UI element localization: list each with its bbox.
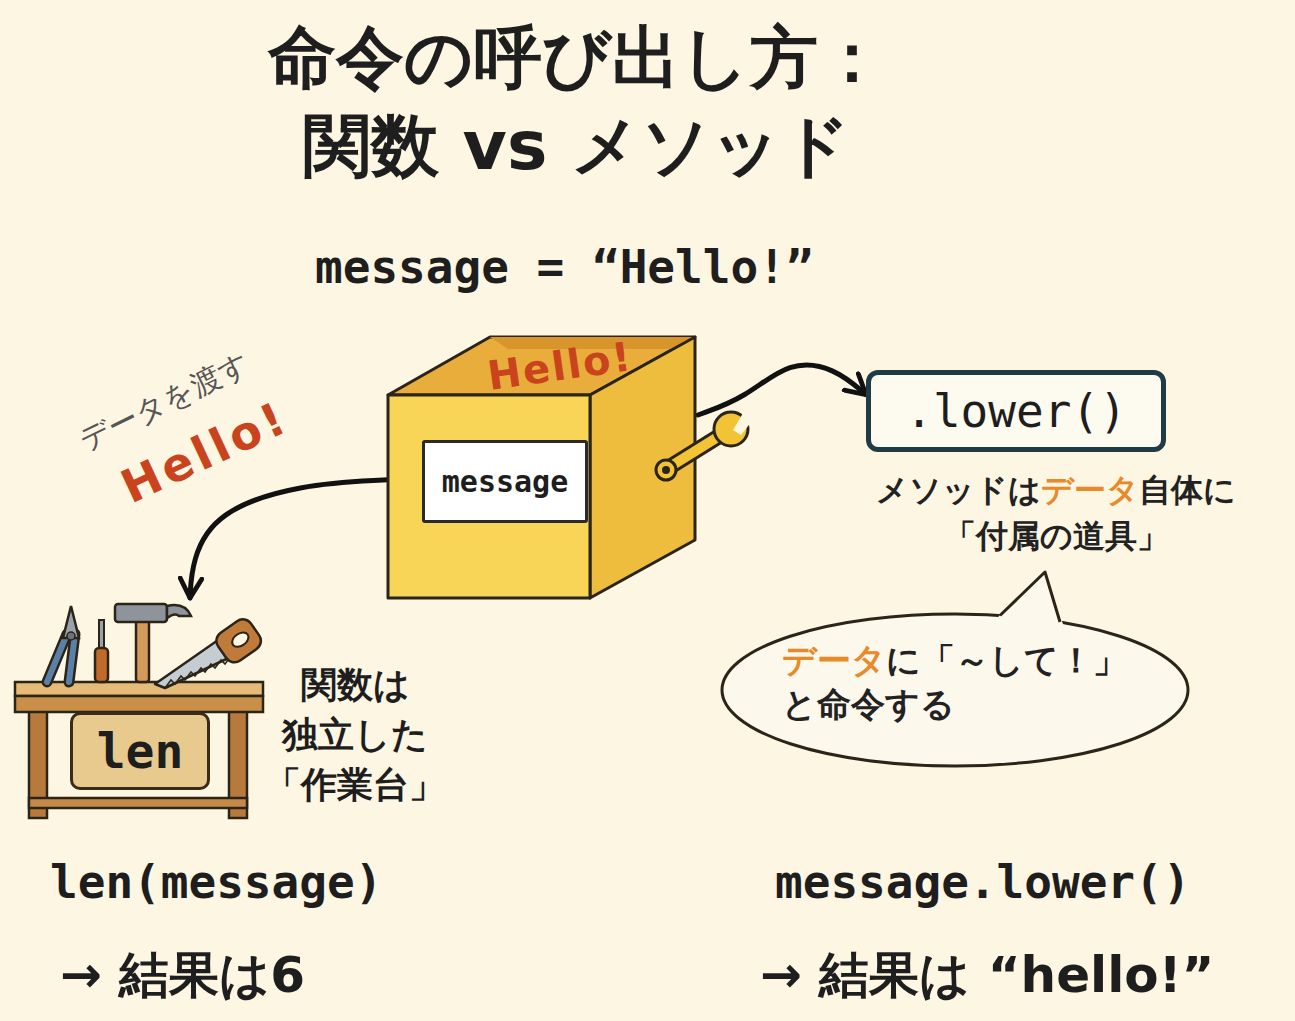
caption-text: 「付属の道具」 bbox=[944, 517, 1169, 555]
drawing-part bbox=[656, 460, 676, 480]
drawing-part bbox=[213, 615, 265, 666]
bubble-text: データ bbox=[782, 640, 886, 680]
drawing-part bbox=[213, 615, 265, 666]
caption-line: 「付属の道具」 bbox=[944, 516, 1169, 556]
drawing-part bbox=[95, 648, 108, 682]
bubble-text-block: データに「～して！」と命令する bbox=[782, 638, 1127, 726]
bubble-tail-fill bbox=[996, 572, 1064, 627]
function-name-sign: len bbox=[70, 712, 210, 790]
drawing-part bbox=[167, 605, 191, 618]
drawing-part bbox=[15, 696, 263, 712]
code-line: message = “Hello!” bbox=[315, 240, 814, 294]
result-text: → 結果は6 bbox=[60, 942, 305, 1009]
bubble-tail bbox=[1000, 572, 1060, 622]
code-text: message bbox=[442, 464, 568, 499]
drawing-part bbox=[69, 634, 75, 682]
workbench: len bbox=[15, 598, 265, 823]
wrench-icon bbox=[656, 408, 756, 480]
drawing-part bbox=[115, 604, 167, 622]
drawing-part bbox=[668, 435, 721, 468]
drawing-part bbox=[668, 435, 721, 468]
drawing-part bbox=[15, 682, 263, 696]
speech-bubble: データに「～して！」と命令する bbox=[720, 612, 1190, 768]
connector-arrow bbox=[698, 365, 866, 415]
saw-icon bbox=[155, 615, 265, 688]
caption-text: メソッドは bbox=[876, 471, 1041, 509]
caption-line: メソッドはデータ自体に bbox=[876, 470, 1236, 510]
result-text: → 結果は “hello!” bbox=[760, 942, 1214, 1009]
drawing-part bbox=[136, 620, 149, 682]
title: 命令の呼び出し方： 関数 vs メソッド bbox=[227, 14, 927, 190]
pliers-icon bbox=[47, 606, 79, 682]
label-box: message bbox=[422, 440, 588, 523]
code-line: len(message) bbox=[50, 855, 382, 909]
code-text: .lower() bbox=[905, 384, 1127, 438]
drawing-part bbox=[733, 408, 756, 435]
bubble-text: と命令する bbox=[782, 682, 1127, 726]
bubble-outline bbox=[722, 614, 1188, 766]
caption-text: 自体に bbox=[1139, 471, 1236, 509]
connector-arrow bbox=[190, 480, 388, 598]
drawing-part bbox=[67, 632, 75, 640]
drawing-part bbox=[229, 630, 251, 650]
drawing-part bbox=[69, 634, 75, 682]
drawing-part bbox=[47, 634, 67, 682]
screwdriver-icon bbox=[95, 620, 108, 682]
data-box: Hello!message bbox=[388, 318, 698, 600]
code-line: message.lower() bbox=[775, 855, 1190, 909]
drawing-part bbox=[47, 634, 67, 682]
caption-text: 関数は 独立した 「作業台」 bbox=[265, 660, 445, 810]
drawing-part bbox=[662, 466, 670, 474]
box-front bbox=[388, 395, 590, 598]
bubble-text: に「～して！」 bbox=[886, 640, 1127, 680]
label-box: .lower() bbox=[866, 370, 1166, 452]
caption-highlight: データ bbox=[1041, 471, 1139, 509]
drawing-part bbox=[29, 798, 247, 808]
